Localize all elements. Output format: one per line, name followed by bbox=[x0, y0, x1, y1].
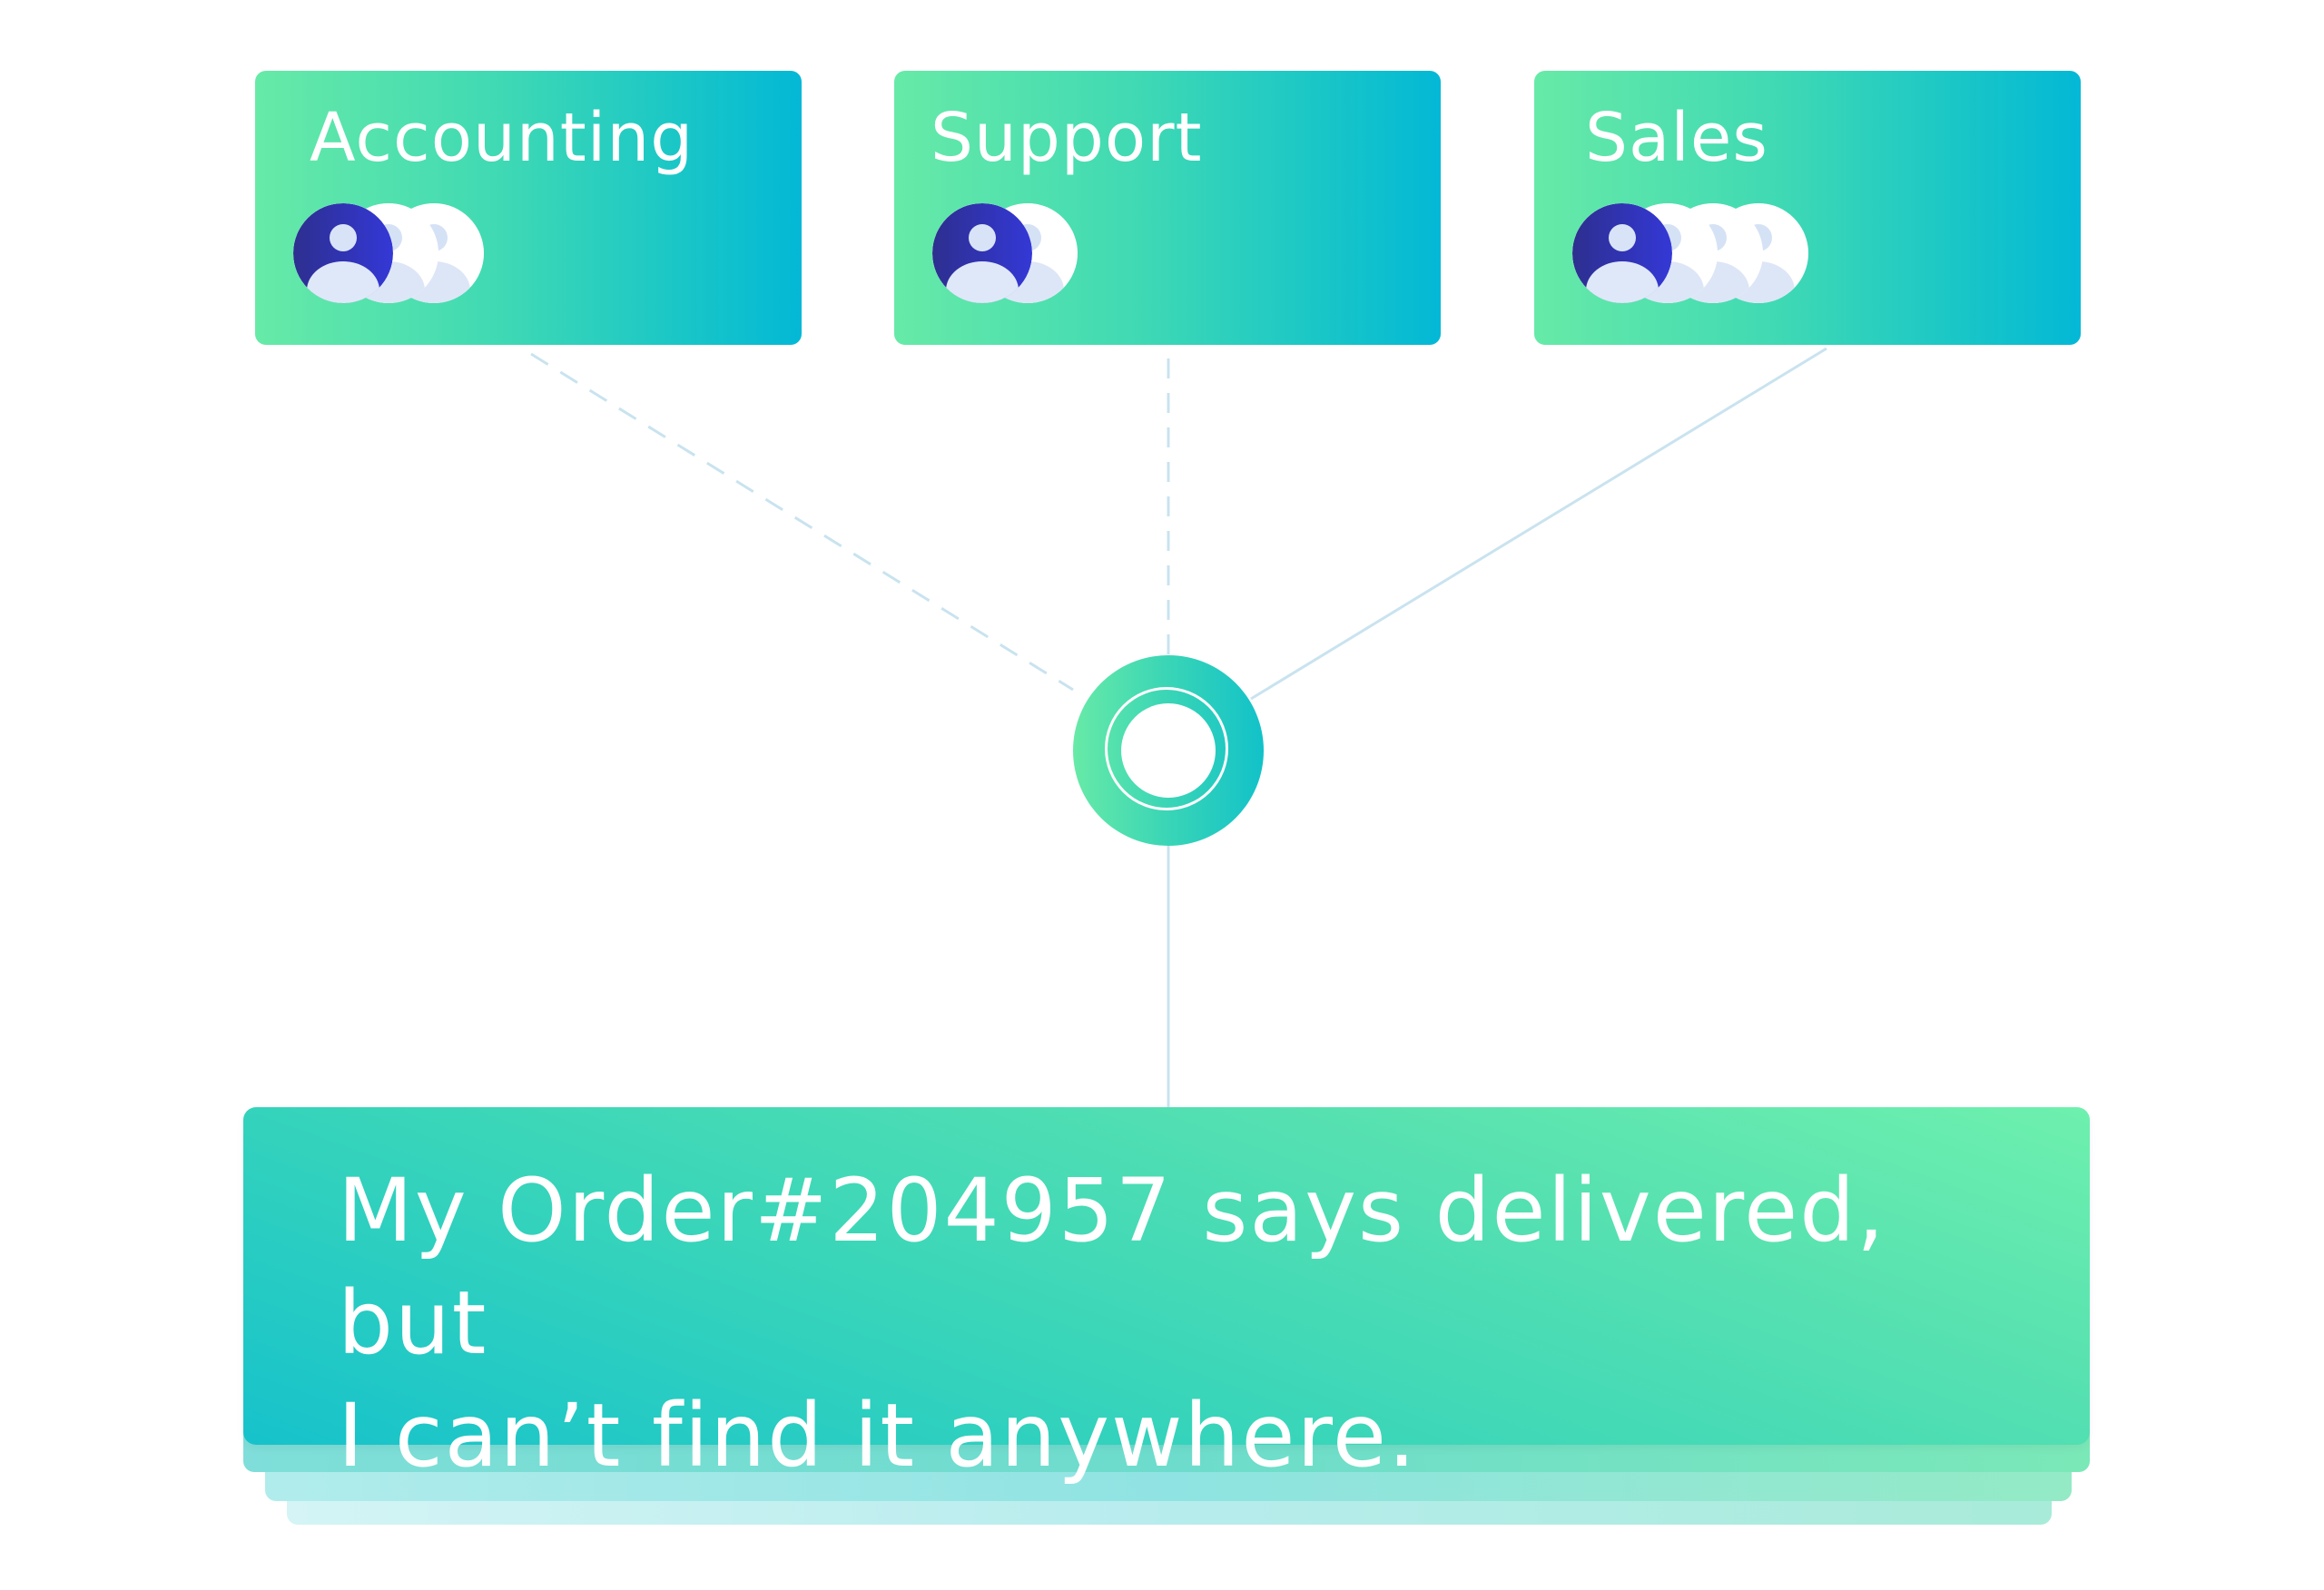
user-avatar-icon bbox=[932, 203, 1032, 303]
user-avatar-icon bbox=[1572, 203, 1672, 303]
hub-ring bbox=[1105, 687, 1228, 810]
team-title-support: Support bbox=[931, 99, 1203, 177]
team-title-accounting: Accounting bbox=[310, 99, 694, 177]
hub-core bbox=[1121, 703, 1216, 798]
routing-hub-icon bbox=[1073, 655, 1264, 846]
connector-sales bbox=[1250, 347, 1827, 701]
message-text: My Order#204957 says delivered, but I ca… bbox=[338, 1154, 2026, 1492]
team-card-accounting[interactable]: Accounting bbox=[255, 71, 802, 345]
message-line-2: I can’t find it anywhere. bbox=[338, 1385, 1418, 1487]
team-title-sales: Sales bbox=[1585, 99, 1768, 177]
message-card[interactable]: My Order#204957 says delivered, but I ca… bbox=[243, 1107, 2090, 1487]
user-avatar-icon bbox=[293, 203, 393, 303]
message-line-1: My Order#204957 says delivered, but bbox=[338, 1160, 1886, 1374]
team-card-support[interactable]: Support bbox=[894, 71, 1441, 345]
team-card-sales[interactable]: Sales bbox=[1534, 71, 2081, 345]
connector-accounting bbox=[530, 352, 1074, 692]
